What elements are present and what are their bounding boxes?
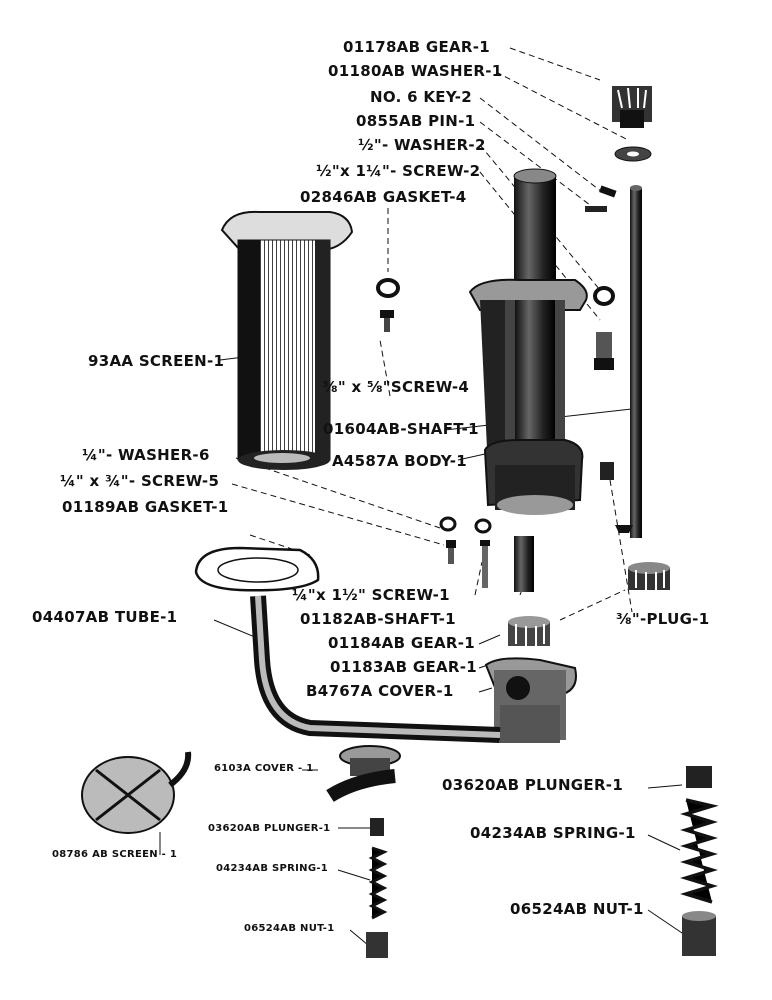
- leader-lines: [159, 47, 686, 946]
- spring-big-drawing: [680, 798, 719, 904]
- cover-b4767-drawing: [484, 657, 577, 743]
- washer-half-drawing: [593, 286, 615, 306]
- label-washer-half: ½"- WASHER-2: [358, 136, 486, 154]
- label-gasket-02846: 02846AB GASKET-4: [300, 188, 467, 206]
- label-screen-08786: 08786 AB SCREEN - 1: [52, 849, 178, 860]
- label-plunger-big: 03620AB PLUNGER-1: [442, 776, 624, 794]
- label-gear-01184: 01184AB GEAR-1: [328, 634, 476, 652]
- shaft-01182-drawing: [514, 536, 534, 592]
- label-screw-quarter-112: ¼"x 1½" SCREW-1: [292, 586, 450, 604]
- label-shaft-01182: 01182AB-SHAFT-1: [300, 610, 456, 628]
- gasket-02846-drawing: [376, 278, 400, 298]
- screw-quarter-112-drawing: [480, 540, 490, 588]
- plug-38-drawing: [600, 462, 614, 480]
- label-spring-small: 04234AB SPRING-1: [216, 863, 329, 874]
- pin-drawing: [585, 206, 607, 212]
- label-plug-38: ⅜"-PLUG-1: [616, 610, 710, 628]
- cover-6103a-drawing: [326, 745, 401, 802]
- spring-small-drawing: [368, 846, 388, 920]
- screen-93aa-drawing: [220, 210, 354, 470]
- shaft-01604-drawing: [630, 188, 642, 538]
- label-plunger-small: 03620AB PLUNGER-1: [208, 823, 331, 834]
- nut-small-drawing: [366, 932, 388, 958]
- label-gear-01178: 01178AB GEAR-1: [343, 38, 491, 56]
- body-a4587-drawing: [468, 168, 588, 515]
- label-spring-big: 04234AB SPRING-1: [470, 824, 636, 842]
- label-screw-quarter-34: ¼" x ¾"- SCREW-5: [60, 472, 220, 490]
- screw-38-drawing: [380, 310, 394, 332]
- label-body-a4587: A4587A BODY-1: [332, 452, 467, 470]
- screen-08786-drawing: [81, 751, 192, 834]
- plunger-small-drawing: [370, 818, 384, 836]
- label-washer-01180: 01180AB WASHER-1: [328, 62, 503, 80]
- washer-quarter-drawing: [439, 516, 457, 532]
- label-screw-half-114: ½"x 1¼"- SCREW-2: [316, 162, 481, 180]
- screw-half-drawing: [594, 332, 614, 370]
- screw-quarter-34-drawing: [446, 540, 456, 564]
- label-cover-6103a: 6103A COVER - 1: [214, 763, 314, 774]
- label-tube-04407: 04407AB TUBE-1: [32, 608, 178, 626]
- gear-01178-drawing: [612, 86, 652, 128]
- label-nut-small: 06524AB NUT-1: [244, 923, 335, 934]
- label-pin-0855: 0855AB PIN-1: [356, 112, 476, 130]
- label-gear-01183: 01183AB GEAR-1: [330, 658, 478, 676]
- plunger-big-drawing: [686, 766, 712, 788]
- gear-01184-drawing: [628, 562, 670, 590]
- nut-big-drawing: [682, 916, 716, 956]
- gear-01183-drawing: [508, 616, 550, 646]
- label-screw-38-58: ⅜" x ⅝"SCREW-4: [322, 378, 470, 396]
- label-nut-big: 06524AB NUT-1: [510, 900, 644, 918]
- key-drawing: [599, 185, 617, 198]
- label-screen-93aa: 93AA SCREEN-1: [88, 352, 225, 370]
- label-gasket-01189: 01189AB GASKET-1: [62, 498, 229, 516]
- label-cover-b4767: B4767A COVER-1: [306, 682, 454, 700]
- label-key-no6: NO. 6 KEY-2: [370, 88, 473, 106]
- label-shaft-01604: 01604AB-SHAFT-1: [323, 420, 479, 438]
- label-washer-quarter: ¼"- WASHER-6: [82, 446, 210, 464]
